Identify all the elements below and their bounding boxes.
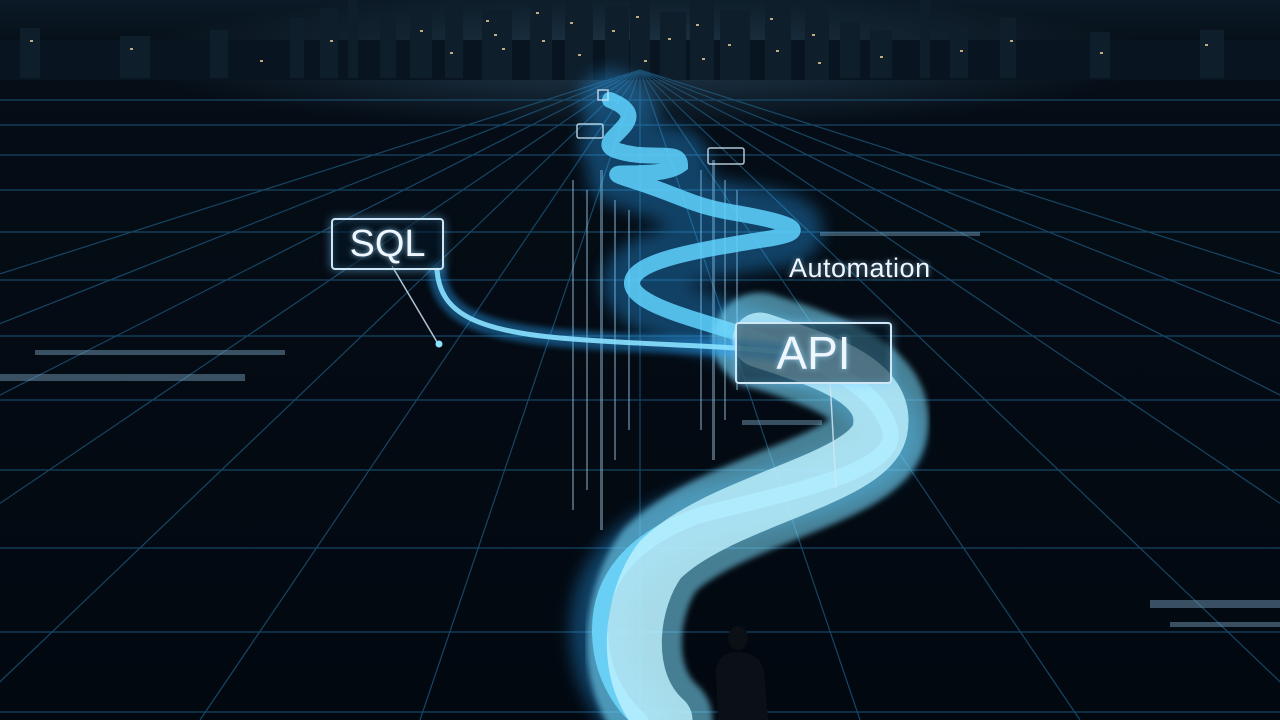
api-tag: API xyxy=(735,322,892,384)
person-silhouette xyxy=(716,626,768,720)
sql-tag: SQL xyxy=(331,218,444,270)
automation-label: Automation xyxy=(789,253,931,283)
small-markers xyxy=(391,89,837,489)
city-skyline xyxy=(0,0,1280,80)
sql-connector-dot xyxy=(435,340,443,348)
data-streaks xyxy=(0,232,1280,627)
skyline-lights xyxy=(30,12,1208,64)
